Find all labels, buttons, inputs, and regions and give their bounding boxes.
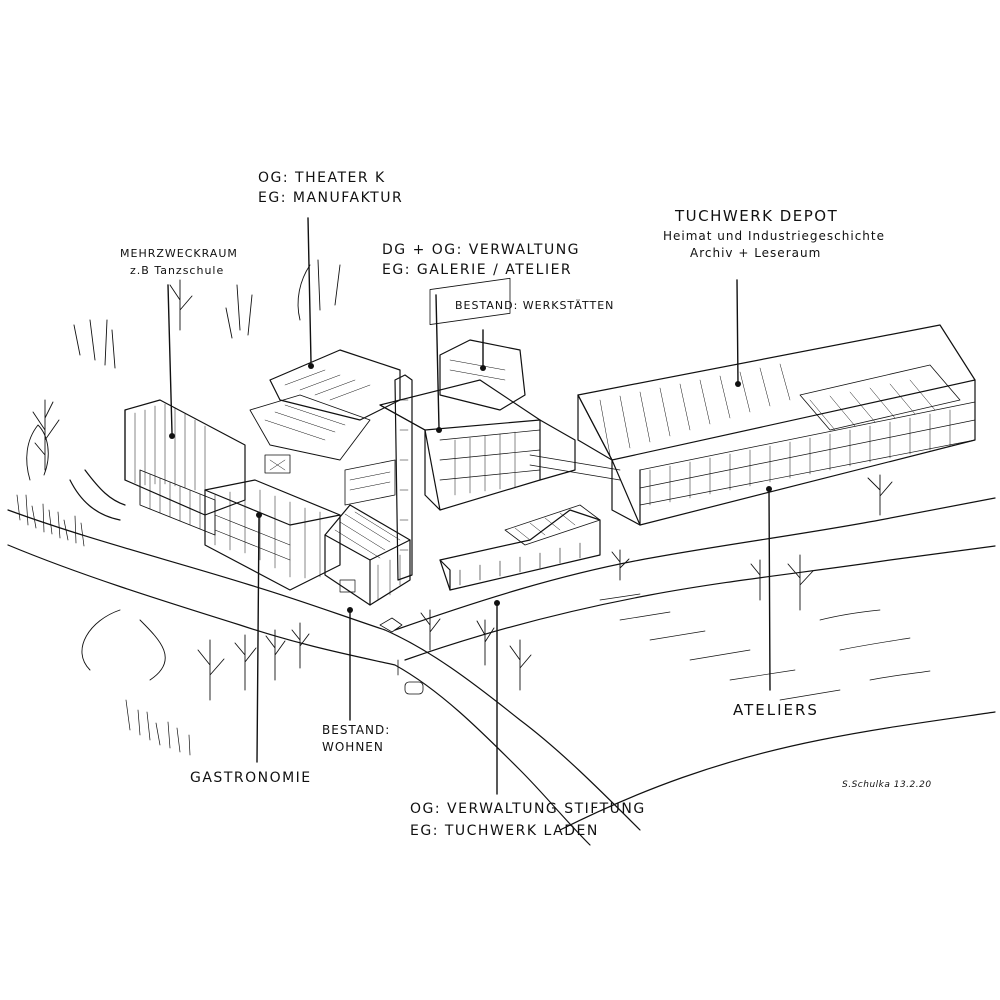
label-werkstaetten-line1: BESTAND: WERKSTÄTTEN: [455, 299, 615, 312]
label-verwaltung-line1: DG + OG: VERWALTUNG: [382, 242, 581, 258]
label-stiftung-line2: EG: TUCHWERK LADEN: [410, 823, 599, 840]
label-depot-line2: Heimat und Industriegeschichte: [663, 229, 885, 244]
label-stiftung: OG: VERWALTUNG STIFTUNG EG: TUCHWERK LAD…: [410, 801, 646, 839]
building-gastronomie: [205, 480, 340, 590]
label-tuchwerk-depot: TUCHWERK DEPOT Heimat und Industriegesch…: [663, 207, 885, 261]
building-verwaltung: [380, 278, 620, 510]
label-ateliers: ATELIERS: [733, 701, 819, 719]
field-hatching: [17, 495, 930, 755]
label-verwaltung: DG + OG: VERWALTUNG EG: GALERIE / ATELIE…: [382, 242, 580, 278]
label-depot-line1: TUCHWERK DEPOT: [675, 207, 839, 225]
label-gastronomie: GASTRONOMIE: [190, 770, 312, 786]
signature-text: S.Schulka 13.2.20: [842, 780, 932, 790]
label-mehrzweckraum-line2: z.B Tanzschule: [130, 263, 225, 277]
label-theater-line2: EG: MANUFAKTUR: [258, 190, 404, 207]
leader-lines: [168, 218, 770, 794]
building-theater: [250, 350, 400, 473]
label-gastronomie-line1: GASTRONOMIE: [190, 770, 312, 786]
label-wohnen-line2: WOHNEN: [322, 739, 384, 754]
trees: [27, 260, 892, 700]
label-stiftung-line1: OG: VERWALTUNG STIFTUNG: [410, 801, 646, 817]
building-werkstaetten: [440, 340, 525, 410]
label-mehrzweckraum-line1: MEHRZWECKRAUM: [120, 247, 238, 260]
artist-signature: S.Schulka 13.2.20: [842, 780, 932, 790]
building-mehrzweckraum: [125, 400, 245, 535]
building-wohnen: [325, 505, 410, 605]
label-werkstaetten: BESTAND: WERKSTÄTTEN: [455, 299, 615, 313]
leader-dots: [169, 363, 772, 613]
roads: [8, 470, 995, 845]
label-verwaltung-line2: EG: GALERIE / ATELIER: [382, 262, 573, 279]
site-details: [345, 460, 423, 694]
label-mehrzweckraum: MEHRZWECKRAUM z.B Tanzschule: [120, 247, 238, 277]
label-theater: OG: THEATER K EG: MANUFAKTUR: [258, 170, 403, 206]
building-tuchwerk-depot: [578, 325, 975, 525]
label-ateliers-line1: ATELIERS: [733, 701, 819, 719]
label-theater-line1: OG: THEATER K: [258, 170, 386, 186]
building-ateliers-wing: [440, 505, 600, 590]
label-wohnen: BESTAND: WOHNEN: [322, 723, 391, 755]
label-wohnen-line1: BESTAND:: [322, 723, 391, 737]
label-depot-line3: Archiv + Leseraum: [690, 246, 822, 261]
